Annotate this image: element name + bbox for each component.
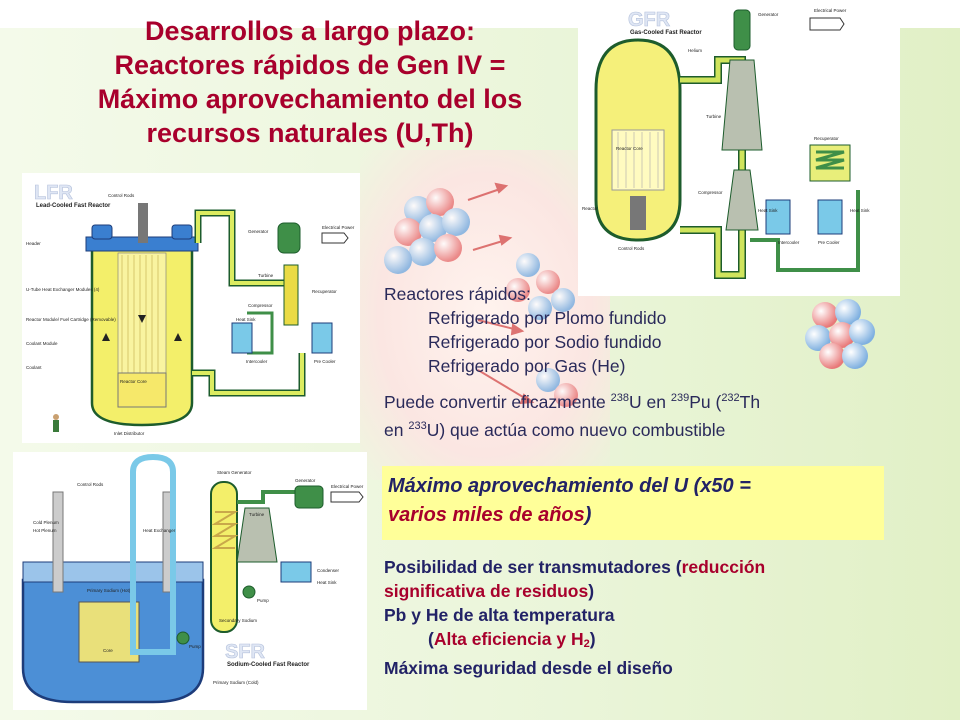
lfr-label-intercooler: Intercooler xyxy=(246,359,268,364)
sfr-label-heat-exchanger: Heat Exchanger xyxy=(143,528,176,533)
lfr-label-reactor-module: Reactor Module/ Fuel Cartridge (Removabl… xyxy=(26,317,116,322)
highlight-text: Máximo aprovechamiento del U (x50 = vari… xyxy=(388,472,888,530)
high-temperature-line: Pb y He de alta temperatura xyxy=(384,605,615,625)
lfr-label-coolant: Coolant xyxy=(26,365,42,370)
lfr-label-header: Header xyxy=(26,241,41,246)
gfr-label-reactor-core: Reactor Core xyxy=(616,146,643,151)
title-line-3: Máximo aprovechamiento del los xyxy=(97,84,523,114)
sfr-label-pump-1: Pump xyxy=(257,598,269,603)
gfr-label-precooler: Pre Cooler xyxy=(818,240,840,245)
title-line-4: recursos naturales (U,Th) xyxy=(146,118,474,148)
coolant-sodium: Refrigerado por Sodio fundido xyxy=(428,332,662,352)
lfr-label-precooler: Pre Cooler xyxy=(314,359,336,364)
sfr-label-hot-plenum: Hot Plenum xyxy=(33,528,57,533)
gfr-label-electrical: Electrical Power xyxy=(814,8,847,13)
sfr-label-condenser: Condenser xyxy=(317,568,340,573)
waste-reduction-line: significativa de residuos) xyxy=(384,581,595,601)
lfr-label-heat-sink: Heat Sink xyxy=(236,317,256,322)
coolant-lead: Refrigerado por Plomo fundido xyxy=(428,308,667,328)
advantages-text: Posibilidad de ser transmutadores (reduc… xyxy=(384,555,954,680)
title-line-1: Desarrollos a largo plazo: xyxy=(144,16,476,46)
lfr-logo: LFR xyxy=(34,182,73,204)
worker-figure-icon xyxy=(53,414,59,432)
atom-cluster-icon xyxy=(384,182,578,407)
efficiency-line: (Alta eficiencia y H2) xyxy=(428,629,596,650)
gfr-label-generator: Generator xyxy=(758,12,779,17)
sfr-caption: Sodium-Cooled Fast Reactor xyxy=(227,662,310,668)
gfr-label-recuperator: Recuperator xyxy=(814,136,839,141)
sfr-label-generator: Generator xyxy=(295,478,316,483)
sfr-diagram: Cold Plenum Hot Plenum Control Rods Heat… xyxy=(13,452,367,710)
sfr-label-primary-cold: Primary Sodium (Cold) xyxy=(213,680,259,685)
sfr-label-cold-plenum: Cold Plenum xyxy=(33,520,59,525)
atom-background-glow xyxy=(360,150,610,480)
slide-title: Desarrollos a largo plazo: Reactores ráp… xyxy=(20,14,600,150)
lfr-label-coolant-module: Coolant Module xyxy=(26,341,58,346)
gfr-diagram: GFR Gas-Cooled Fast Reactor Generator El… xyxy=(578,0,900,296)
highlight-box xyxy=(382,466,884,540)
gfr-label-compressor: Compressor xyxy=(698,190,723,195)
sfr-label-secondary: Secondary Sodium xyxy=(219,618,257,623)
sfr-logo: SFR xyxy=(225,641,266,663)
lfr-label-generator: Generator xyxy=(248,229,269,234)
highlight-line-1: Máximo aprovechamiento del U (x50 = xyxy=(388,475,751,497)
lfr-label-compressor: Compressor xyxy=(248,303,273,308)
gfr-label-intercooler: Intercooler xyxy=(778,240,800,245)
sfr-label-pump-2: Pump xyxy=(189,644,201,649)
gfr-label-heat-sink: Heat Sink xyxy=(758,208,778,213)
lfr-label-heat-exchanger: U-Tube Heat Exchanger Modules (4) xyxy=(26,287,100,292)
lfr-label-electrical: Electrical Power xyxy=(322,225,355,230)
lfr-label-reactor-core: Reactor Core xyxy=(120,379,147,384)
title-line-2: Reactores rápidos de Gen IV = xyxy=(114,50,506,80)
sfr-label-control-rods: Control Rods xyxy=(77,482,104,487)
coolant-gas: Refrigerado por Gas (He) xyxy=(428,356,626,376)
lfr-label-turbine: Turbine xyxy=(258,273,274,278)
lfr-label-recuperator: Recuperator xyxy=(312,289,337,294)
highlight-line-2: varios miles de años) xyxy=(388,504,592,526)
lfr-label-inlet: Inlet Distributor xyxy=(114,431,145,436)
gfr-label-turbine: Turbine xyxy=(706,114,722,119)
fast-reactors-text: Reactores rápidos: Refrigerado por Plomo… xyxy=(384,282,954,442)
transmutation-line: Posibilidad de ser transmutadores (reduc… xyxy=(384,557,766,577)
gfr-caption: Gas-Cooled Fast Reactor xyxy=(630,30,702,36)
safety-line: Máxima seguridad desde el diseño xyxy=(384,658,673,678)
fast-reactors-heading: Reactores rápidos: xyxy=(384,284,531,304)
lfr-diagram: LFR Lead-Cooled Fast Reactor Control Rod… xyxy=(22,173,360,443)
gfr-label-heat-sink-2: Heat Sink xyxy=(850,208,870,213)
lfr-caption: Lead-Cooled Fast Reactor xyxy=(36,203,111,209)
lfr-label-control-rods: Control Rods xyxy=(108,193,135,198)
sfr-label-steam-generator: Steam Generator xyxy=(217,470,252,475)
sfr-label-heat-sink: Heat Sink xyxy=(317,580,337,585)
sfr-label-primary-hot: Primary Sodium (Hot) xyxy=(87,588,131,593)
gfr-label-reactor: Reactor xyxy=(582,206,598,211)
sfr-label-turbine: Turbine xyxy=(249,512,265,517)
gfr-label-control-rods: Control Rods xyxy=(618,246,645,251)
sfr-label-electrical: Electrical Power xyxy=(331,484,364,489)
gfr-logo: GFR xyxy=(628,9,671,31)
atom-cluster-right-icon xyxy=(805,299,875,369)
gfr-label-helium: Helium xyxy=(688,48,702,53)
conversion-text: Puede convertir eficazmente 238U en 239P… xyxy=(384,392,761,440)
sfr-label-core: Core xyxy=(103,648,113,653)
